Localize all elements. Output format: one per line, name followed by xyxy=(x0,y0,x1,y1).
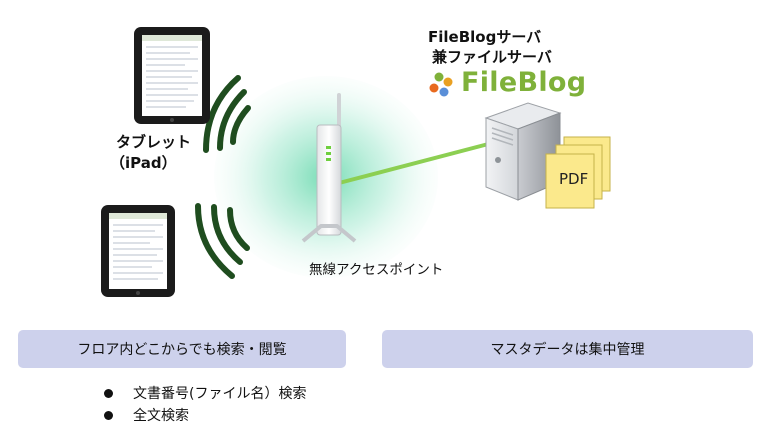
server-title-line2: 兼ファイルサーバ xyxy=(432,48,552,66)
signal-waves-bottom-icon xyxy=(195,203,250,279)
server-icon xyxy=(484,102,562,201)
server-title-line1: FileBlogサーバ xyxy=(428,28,542,46)
bullet-item: 全文検索 xyxy=(104,404,306,426)
fileblog-brand-name: FileBlog xyxy=(461,67,587,98)
feature-bullet-list: 文書番号(ファイル名）検索 全文検索 xyxy=(104,382,306,426)
pdf-documents-icon xyxy=(545,136,611,209)
bullet-text: 文書番号(ファイル名）検索 xyxy=(133,386,307,402)
bullet-dot-icon xyxy=(104,388,113,398)
right-feature-box-label: マスタデータは集中管理 xyxy=(490,342,645,358)
fileblog-logo-icon xyxy=(429,72,453,97)
bullet-item: 文書番号(ファイル名）検索 xyxy=(104,382,306,404)
tablet-label-line1: タブレット xyxy=(116,133,192,151)
tablet-label-line2: （iPad） xyxy=(110,154,177,172)
left-feature-box-label: フロア内どこからでも検索・閲覧 xyxy=(77,342,287,358)
bullet-dot-icon xyxy=(104,410,113,420)
right-feature-box: マスタデータは集中管理 xyxy=(382,330,753,368)
network-link-line xyxy=(338,140,497,185)
access-point-label: 無線アクセスポイント xyxy=(309,262,444,278)
left-feature-box: フロア内どこからでも検索・閲覧 xyxy=(18,330,346,368)
pdf-label: PDF xyxy=(559,170,589,188)
tablet-ipad-bottom-icon xyxy=(101,205,175,297)
wireless-access-point-icon xyxy=(301,93,357,243)
bullet-text: 全文検索 xyxy=(133,408,189,424)
tablet-ipad-top-icon xyxy=(134,27,210,124)
signal-waves-top-icon xyxy=(203,75,251,153)
